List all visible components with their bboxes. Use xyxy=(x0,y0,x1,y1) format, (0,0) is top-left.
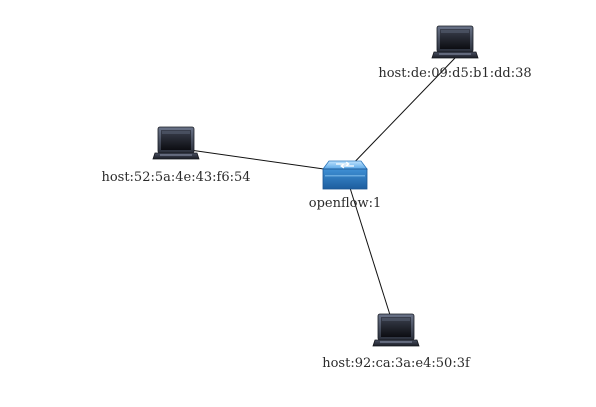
laptop-icon xyxy=(152,126,200,160)
switch-icon xyxy=(322,160,368,190)
laptop-icon xyxy=(372,313,420,347)
host-label: host:52:5a:4e:43:f6:54 xyxy=(101,170,250,185)
host-node[interactable]: host:52:5a:4e:43:f6:54 xyxy=(101,126,251,185)
host-node[interactable]: host:92:ca:3a:e4:50:3f xyxy=(322,313,471,371)
host-label: host:92:ca:3a:e4:50:3f xyxy=(322,356,471,371)
host-label: host:de:09:d5:b1:dd:38 xyxy=(378,66,531,81)
laptop-icon xyxy=(431,25,479,59)
host-node[interactable]: host:de:09:d5:b1:dd:38 xyxy=(378,25,532,81)
link-openflow1-host-92ca[interactable] xyxy=(344,171,397,335)
switch-label: openflow:1 xyxy=(309,196,382,211)
link-openflow1-host-de09[interactable] xyxy=(344,57,456,173)
link-openflow1-host-525a[interactable] xyxy=(175,147,346,173)
switch-node[interactable]: openflow:1 xyxy=(309,160,382,211)
links-layer xyxy=(175,57,456,335)
